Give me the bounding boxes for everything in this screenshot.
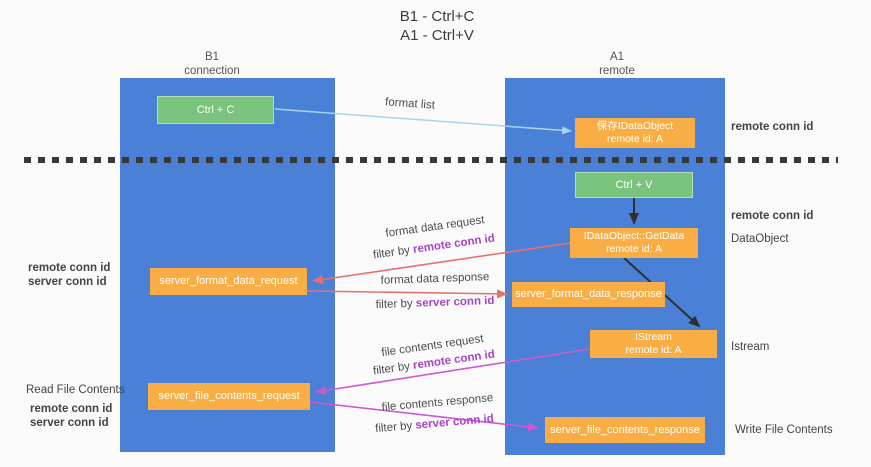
annotation-dataobject: DataObject <box>731 233 789 245</box>
node-save-idataobject: 保存IDataObject remote id: A <box>575 118 695 148</box>
node-file-response-label: server_file_contents_response <box>550 423 700 436</box>
filter-key-server-conn-id: server conn id <box>415 294 495 310</box>
lifeline-a1-subtitle: remote <box>599 65 635 77</box>
node-server-format-data-response: server_format_data_response <box>512 282 665 307</box>
annotation-write-file-contents: Write File Contents <box>735 424 833 436</box>
node-file-request-label: server_file_contents_request <box>158 390 300 402</box>
diagram-title-line1: B1 - Ctrl+C <box>399 8 475 25</box>
node-idataobject-getdata: IDataObject::GetData remote id: A <box>570 228 698 258</box>
node-save-idataobject-line1: 保存IDataObject <box>596 120 674 132</box>
filter-prefix: filter by <box>372 359 414 378</box>
annotation-left-server-conn-id-mid: server conn id <box>28 276 107 288</box>
node-ctrl-v: Ctrl + V <box>575 172 693 198</box>
lifeline-header-b1: B1 connection <box>152 50 272 78</box>
lifeline-header-a1: A1 remote <box>557 50 677 78</box>
node-format-response-label: server_format_data_response <box>515 288 662 300</box>
annotation-left-remote-conn-id-bottom: remote conn id <box>30 403 113 415</box>
label-filter-format-data-response: filter by server conn id <box>355 294 515 312</box>
filter-prefix: filter by <box>372 243 414 262</box>
annotation-left-remote-conn-id-mid: remote conn id <box>28 262 111 274</box>
node-server-file-contents-response: server_file_contents_response <box>545 417 705 443</box>
label-format-data-response: format data response <box>380 271 490 287</box>
node-istream-line1: IStream <box>635 331 672 343</box>
filter-prefix: filter by <box>375 297 417 312</box>
lifeline-a1-name: A1 <box>609 51 625 63</box>
node-format-request-label: server_format_data_request <box>159 275 298 287</box>
dashed-separator <box>24 157 838 163</box>
annotation-remote-conn-id-top: remote conn id <box>731 121 814 133</box>
node-ctrl-c-label: Ctrl + C <box>196 103 235 116</box>
node-getdata-line2: remote id: A <box>605 243 663 255</box>
annotation-left-server-conn-id-bottom: server conn id <box>30 417 109 429</box>
lifeline-b1-subtitle: connection <box>184 65 240 77</box>
label-filter-file-contents-response: filter by server conn id <box>352 411 517 437</box>
node-istream-line2: remote id: A <box>625 344 682 356</box>
label-format-list: format list <box>384 96 436 112</box>
filter-prefix: filter by <box>374 419 416 436</box>
node-server-file-contents-request: server_file_contents_request <box>148 383 310 410</box>
annotation-istream: Istream <box>731 341 770 353</box>
filter-key-remote-conn-id: remote conn id <box>412 232 496 256</box>
node-getdata-line1: IDataObject::GetData <box>583 230 685 242</box>
arrow-format-data-response <box>306 289 508 299</box>
node-server-format-data-request: server_format_data_request <box>150 268 307 295</box>
node-istream: IStream remote id: A <box>590 330 717 358</box>
filter-key-server-conn-id: server conn id <box>414 412 495 432</box>
annotation-read-file-contents: Read File Contents <box>26 384 125 396</box>
annotation-remote-conn-id-mid: remote conn id <box>731 210 814 222</box>
node-ctrl-v-label: Ctrl + V <box>615 178 653 191</box>
diagram-title-line2: A1 - Ctrl+V <box>400 27 474 44</box>
node-ctrl-c: Ctrl + C <box>157 96 274 124</box>
lifeline-b1-name: B1 <box>204 51 220 63</box>
node-save-idataobject-line2: remote id: A <box>606 133 664 145</box>
